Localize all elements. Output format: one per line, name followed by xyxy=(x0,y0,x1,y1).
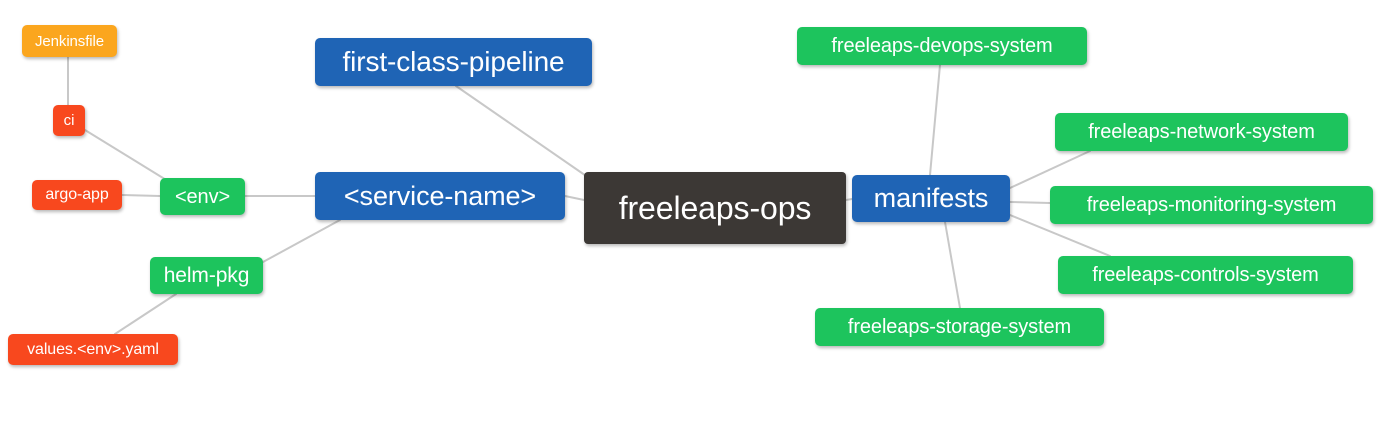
node-freeleaps-network-system[interactable]: freeleaps-network-system xyxy=(1055,113,1348,151)
node-ci[interactable]: ci xyxy=(53,105,85,136)
node-label: freeleaps-devops-system xyxy=(831,35,1053,57)
node-freeleaps-ops[interactable]: freeleaps-ops xyxy=(584,172,846,244)
node-service-name[interactable]: <service-name> xyxy=(315,172,565,220)
edge-freeleaps-ops-to-first-class-pipeline xyxy=(455,85,593,181)
node-freeleaps-storage-system[interactable]: freeleaps-storage-system xyxy=(815,308,1104,346)
node-first-class-pipeline[interactable]: first-class-pipeline xyxy=(315,38,592,86)
node-label: <service-name> xyxy=(343,180,537,211)
node-label: freeleaps-network-system xyxy=(1088,121,1315,143)
node-env[interactable]: <env> xyxy=(160,178,245,215)
node-freeleaps-devops-system[interactable]: freeleaps-devops-system xyxy=(797,27,1087,65)
node-argo-app[interactable]: argo-app xyxy=(32,180,122,210)
node-freeleaps-monitoring-system[interactable]: freeleaps-monitoring-system xyxy=(1050,186,1373,224)
node-label: freeleaps-storage-system xyxy=(847,316,1072,338)
node-manifests[interactable]: manifests xyxy=(852,175,1010,222)
edge-helm-pkg-to-values-env-yaml xyxy=(114,293,177,335)
node-label: helm-pkg xyxy=(163,264,250,287)
edge-manifests-to-freeleaps-monitoring-system xyxy=(1009,201,1051,204)
node-label: first-class-pipeline xyxy=(342,46,565,77)
edge-manifests-to-freeleaps-network-system xyxy=(1009,150,1091,189)
edge-service-name-to-helm-pkg xyxy=(262,219,341,263)
node-label: freeleaps-ops xyxy=(618,190,812,226)
edge-env-to-argo-app xyxy=(121,194,161,197)
edge-manifests-to-freeleaps-storage-system xyxy=(944,221,961,309)
node-freeleaps-controls-system[interactable]: freeleaps-controls-system xyxy=(1058,256,1353,294)
node-helm-pkg[interactable]: helm-pkg xyxy=(150,257,263,294)
node-label: manifests xyxy=(873,183,989,213)
node-label: argo-app xyxy=(45,186,109,203)
node-jenkinsfile[interactable]: Jenkinsfile xyxy=(22,25,117,57)
node-label: <env> xyxy=(174,185,231,208)
node-values-env-yaml[interactable]: values.<env>.yaml xyxy=(8,334,178,365)
node-label: ci xyxy=(63,112,75,129)
node-label: freeleaps-monitoring-system xyxy=(1086,194,1337,216)
edge-freeleaps-ops-to-service-name xyxy=(564,195,585,201)
node-label: freeleaps-controls-system xyxy=(1092,264,1319,286)
edge-manifests-to-freeleaps-devops-system xyxy=(929,64,941,176)
node-label: Jenkinsfile xyxy=(35,32,104,50)
node-label: values.<env>.yaml xyxy=(27,340,159,358)
